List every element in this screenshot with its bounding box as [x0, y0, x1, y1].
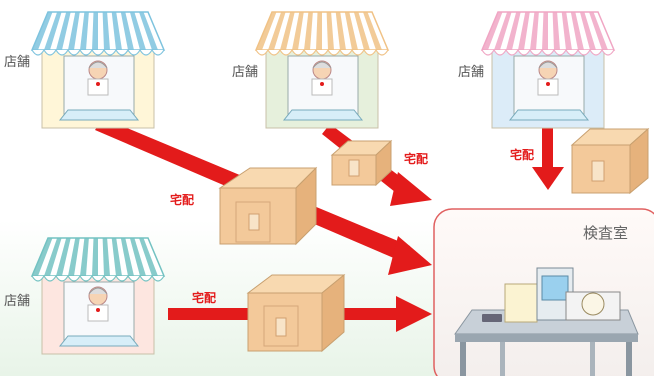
- shops-layer: [30, 11, 616, 355]
- delivery-box-1: [218, 166, 318, 246]
- shop-2: [254, 11, 390, 129]
- delivery-label-3: 宅配: [510, 148, 535, 162]
- delivery-label-4: 宅配: [192, 291, 217, 305]
- delivery-box-3: [570, 127, 650, 195]
- shop-3: [480, 11, 616, 129]
- shop-1-label: 店舗: [4, 55, 31, 70]
- lab-room: [433, 208, 654, 380]
- shop-2-label: 店舗: [232, 65, 259, 80]
- shop-3-awning: [480, 11, 616, 56]
- delivery-box-4: [246, 273, 346, 353]
- shop-4-awning: [30, 237, 166, 282]
- shop-2-awning: [254, 11, 390, 56]
- arrow-shop-3-to-lab: [532, 127, 564, 190]
- lab-title: 検査室: [583, 224, 629, 242]
- shop-3-label: 店舗: [458, 65, 485, 80]
- lab-equipment: [482, 267, 621, 323]
- shop-4-label: 店舗: [4, 294, 31, 309]
- delivery-label-2: 宅配: [404, 152, 429, 166]
- delivery-box-2: [330, 139, 393, 187]
- shop-1: [30, 11, 166, 129]
- shop-1-awning: [30, 11, 166, 56]
- shop-4: [30, 237, 166, 355]
- delivery-label-1: 宅配: [170, 193, 195, 207]
